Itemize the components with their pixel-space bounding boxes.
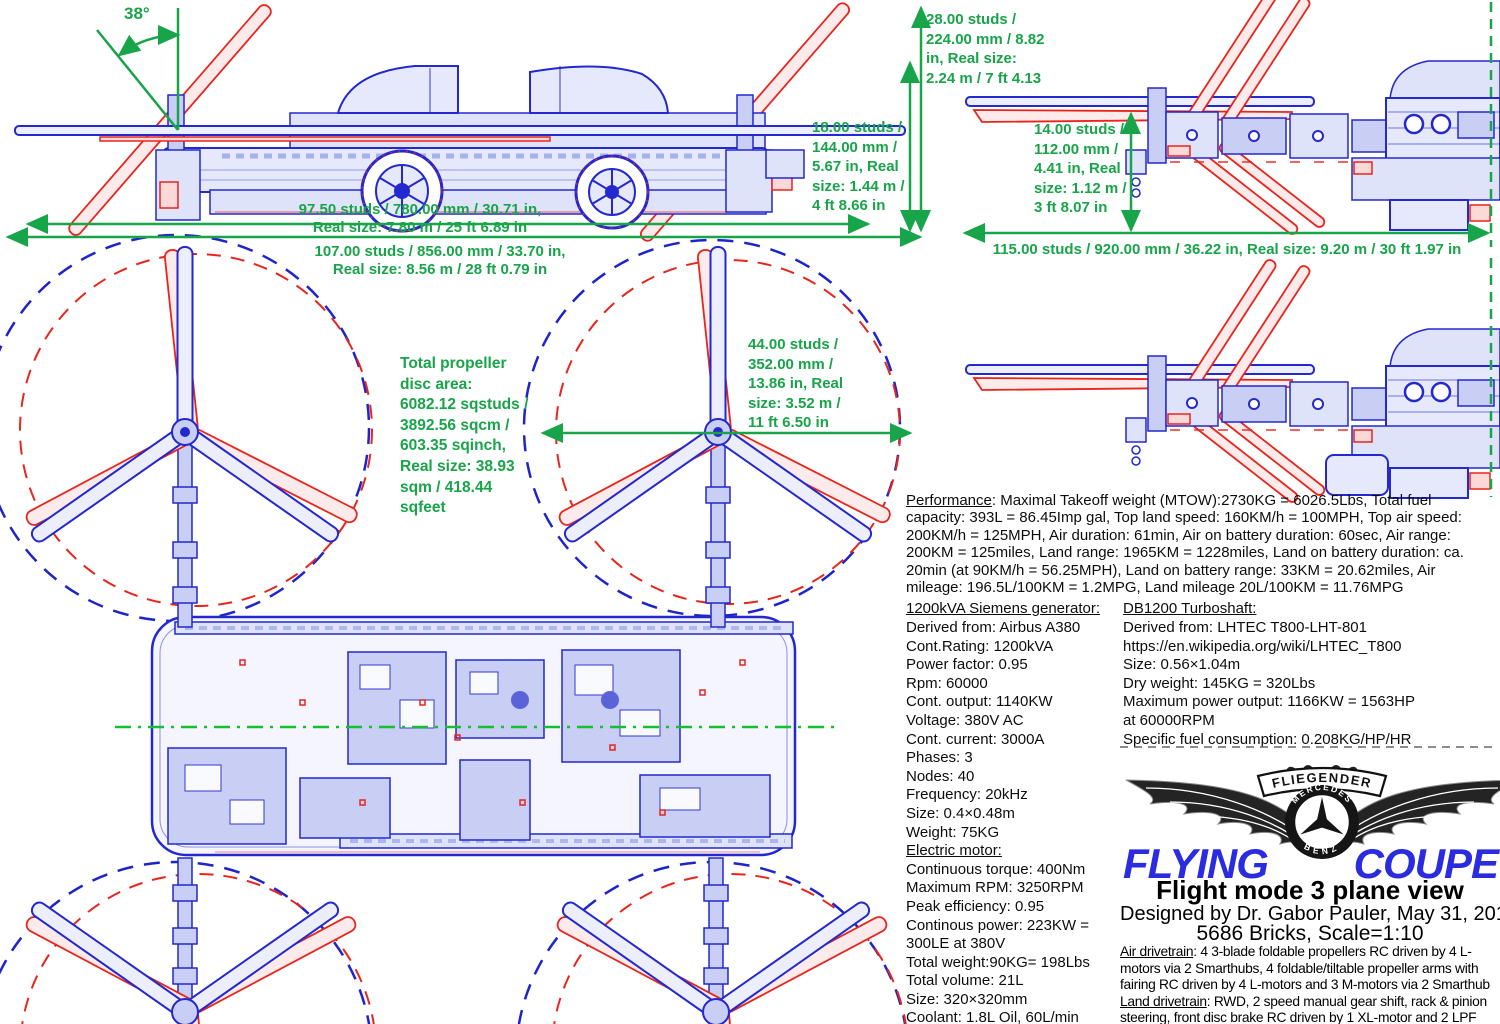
generator-heading: 1200kVA Siemens generator: <box>906 600 1101 617</box>
banner-text: FLIEGENDER <box>1270 770 1371 791</box>
performance-paragraph: Performance: Maximal Takeoff weight (MTO… <box>906 492 1464 596</box>
top-view-drawing <box>0 233 907 1024</box>
dim-height-28-label: 28.00 studs / 224.00 mm / 8.82 in, Real … <box>926 11 1045 87</box>
performance-heading: Performance <box>906 492 992 509</box>
landing-pod <box>1325 454 1389 496</box>
banner-ribbon <box>1256 766 1388 798</box>
angle-label: 38° <box>124 4 150 23</box>
dim-height-18-label: 18.00 studs / 144.00 mm / 5.67 in, Real … <box>812 119 905 214</box>
land-drivetrain-line1: Land drivetrain: RWD, 2 speed manual gea… <box>1120 993 1487 1009</box>
brand-coupe: COUPE <box>1353 840 1499 887</box>
air-drivetrain-line2: motors via 2 Smarthubs, 4 foldable/tilta… <box>1120 960 1479 976</box>
air-drivetrain-line1: Air drivetrain: 4 3-blade foldable prope… <box>1120 944 1472 959</box>
propeller-arm-view-drawing <box>965 0 1500 235</box>
page-title: Flight mode 3 plane view <box>1156 875 1464 905</box>
mercedes-badge-icon: MERCEDES BENZ <box>1285 782 1359 859</box>
turboshaft-heading: DB1200 Turboshaft: <box>1123 600 1257 617</box>
side-view-drawing <box>14 2 906 242</box>
dim-width-44-label: 44.00 studs / 352.00 mm / 13.86 in, Real… <box>748 336 844 431</box>
dim-height-14-label: 14.00 studs / 112.00 mm / 4.41 in, Real … <box>1034 121 1127 216</box>
designer-line: Designed by Dr. Gabor Pauler, May 31, 20… <box>1120 903 1500 925</box>
electric-motor-heading: Electric motor: <box>906 842 1002 860</box>
generator-spec-list: Derived from: Airbus A380 Cont.Rating: 1… <box>906 619 1090 1024</box>
air-drivetrain-line3: fairing RC driven by 4 L-motors and 3 M-… <box>1120 977 1490 992</box>
title-block: Flight mode 3 plane view Designed by Dr.… <box>1120 875 1500 1024</box>
brand-flying: FLYING <box>1123 840 1269 887</box>
svg-text:FLIEGENDER: FLIEGENDER <box>1270 770 1373 791</box>
dim-width-115-label: 115.00 studs / 920.00 mm / 36.22 in, Rea… <box>992 241 1462 258</box>
disc-area-label: Total propeller disc area: 6082.12 sqstu… <box>400 355 529 517</box>
land-drivetrain-line2: steering, front disc brake RC driven by … <box>1120 1010 1477 1024</box>
flying-coupe-emblem: FLIEGENDER MERCEDES BENZ <box>1120 746 1500 859</box>
turboshaft-spec-list: Derived from: LHTEC T800-LHT-801 https:/… <box>1123 619 1415 748</box>
bricks-scale-line: 5686 Bricks, Scale=1:10 <box>1196 922 1424 945</box>
dimension-lines <box>5 2 1493 497</box>
dim-width-97-label: 97.50 studs / 780.00 mm / 30.71 in, Real… <box>298 201 542 236</box>
dim-width-107-label: 107.00 studs / 856.00 mm / 33.70 in, Rea… <box>314 243 566 278</box>
